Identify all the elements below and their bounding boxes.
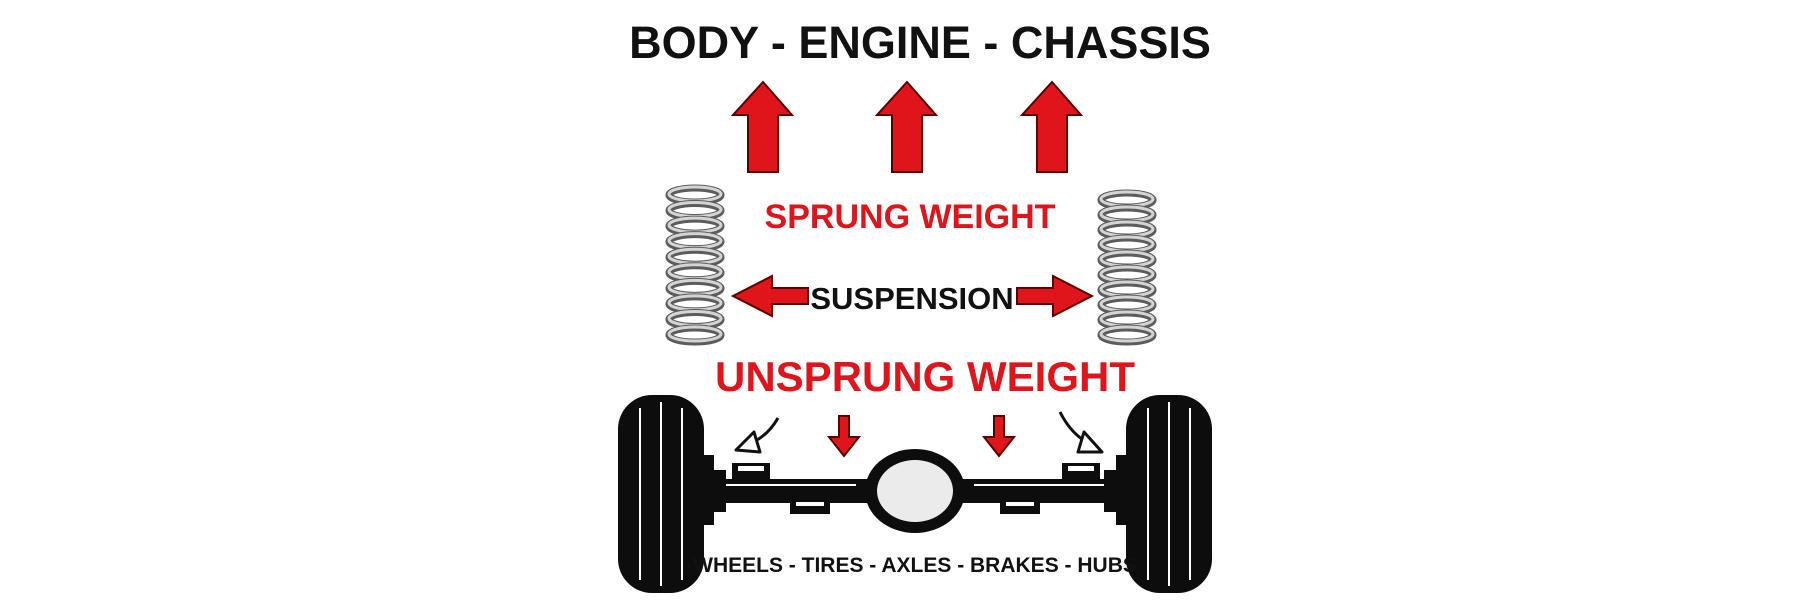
curved-arrow-down-left-icon <box>734 417 780 454</box>
arrow-up-icon <box>874 80 939 173</box>
title-label: BODY - ENGINE - CHASSIS <box>629 17 1211 68</box>
unsprung-weight-label: UNSPRUNG WEIGHT <box>715 353 1135 400</box>
curved-arrow-down-right-icon <box>1058 411 1104 454</box>
coil-spring-icon <box>665 184 725 346</box>
tire-icon <box>618 395 704 593</box>
arrow-down-icon <box>826 415 862 458</box>
up-arrows <box>730 80 1084 173</box>
arrow-up-icon <box>730 80 795 173</box>
tire-icon <box>1126 395 1212 593</box>
spring-coil-highlight <box>1099 325 1155 343</box>
arrow-down-icon <box>981 415 1017 458</box>
suspension-label: SUSPENSION <box>810 281 1013 316</box>
down-arrows <box>734 411 1104 458</box>
arrow-up-icon <box>1019 80 1084 173</box>
sprung-weight-label: SPRUNG WEIGHT <box>765 198 1056 236</box>
arrow-left-icon <box>730 274 809 318</box>
spring-coil-highlight <box>667 325 723 343</box>
components-label: WHEELS - TIRES - AXLES - BRAKES - HUBS <box>693 554 1137 577</box>
coil-spring-icon <box>1097 189 1157 346</box>
axle-icon <box>704 449 1126 533</box>
arrow-right-icon <box>1016 274 1095 318</box>
